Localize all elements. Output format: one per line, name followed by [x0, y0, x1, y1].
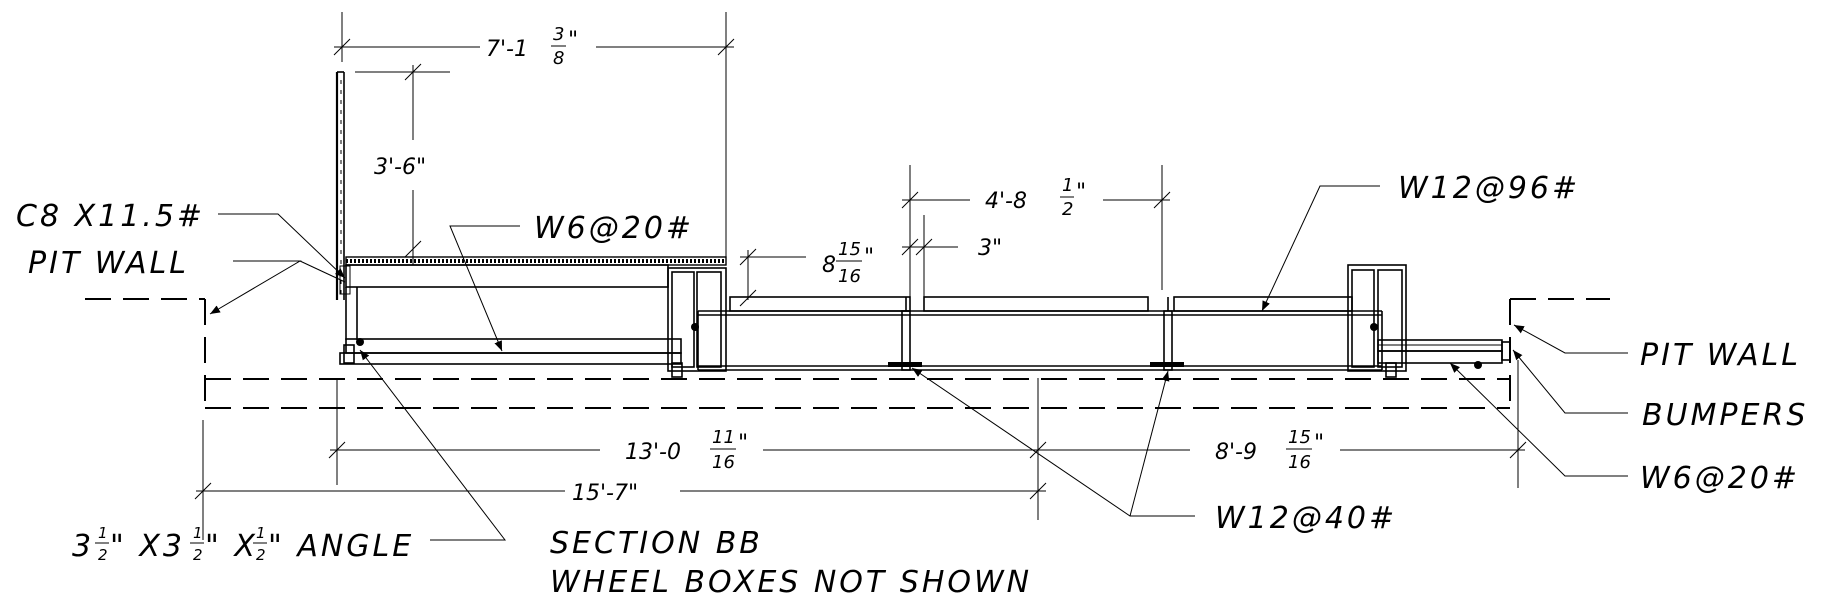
label-c8-channel: C8 X11.5#: [16, 199, 205, 234]
dim-4-8-tick: ": [1076, 180, 1086, 205]
dim-8-den: 16: [838, 266, 861, 287]
dim-3-inch: 3": [978, 236, 1002, 261]
labels: C8 X11.5# PIT WALL W6@20# W12@96# PIT WA…: [16, 171, 1808, 600]
dim-4-8-whole: 4'-8: [985, 189, 1027, 214]
dimension-text: 7'-1 3 8 " 3'-6" 4'-8 1 2 " 8 15 16 " 3"…: [374, 24, 1324, 506]
left-girder-box: [667, 267, 727, 378]
dim-13-0-whole: 13'-0: [625, 440, 681, 465]
angle-frac-3-num: 1: [256, 524, 266, 542]
label-w6-right: W6@20#: [1640, 461, 1800, 496]
dim-7-1-tick: ": [568, 28, 578, 53]
dimension-lines: [194, 12, 1527, 540]
angle-frac-1-num: 1: [98, 524, 108, 542]
dim-8-9-tick: ": [1314, 431, 1324, 456]
label-bumpers: BUMPERS: [1642, 398, 1808, 433]
pit-outline: [85, 298, 1610, 409]
angle-frac-1-den: 2: [98, 546, 108, 564]
dim-8-whole: 8: [822, 253, 836, 278]
leader-lines: [209, 185, 1628, 541]
dim-13-0-11-16: 13'-0 11 16 ": [625, 427, 748, 473]
label-pit-wall-right: PIT WALL: [1640, 338, 1801, 373]
dim-7-1-den: 8: [553, 48, 564, 69]
dim-4-8-num: 1: [1062, 175, 1073, 196]
angle-frac-3-den: 2: [256, 546, 266, 564]
angle-part-2: " X3: [110, 529, 185, 564]
dim-7-1-whole: 7'-1: [486, 37, 528, 62]
label-pit-wall-left: PIT WALL: [28, 246, 189, 281]
dim-8-9-num: 15: [1288, 427, 1311, 448]
label-w6-top: W6@20#: [534, 211, 694, 246]
dim-7-1-3-8: 7'-1 3 8 ": [486, 24, 578, 69]
section-title: SECTION BB: [550, 526, 763, 561]
section-note: WHEEL BOXES NOT SHOWN: [550, 565, 1032, 600]
angle-part-4: " ANGLE: [268, 529, 414, 564]
label-w12-96: W12@96#: [1398, 171, 1580, 206]
dim-4-8-1-2: 4'-8 1 2 ": [985, 175, 1086, 220]
dim-8-num: 15: [838, 239, 861, 260]
dim-15-7: 15'-7": [572, 481, 638, 506]
dim-8-9-whole: 8'-9: [1215, 440, 1257, 465]
main-beam: [697, 296, 1383, 371]
label-angle: 3 1 2 " X3 1 2 " X 1 2 " ANGLE: [72, 524, 414, 564]
angle-frac-2-den: 2: [193, 546, 203, 564]
right-w6-bumper: [1377, 339, 1511, 369]
dim-13-0-den: 16: [712, 452, 735, 473]
dim-8-9-15-16: 8'-9 15 16 ": [1215, 427, 1324, 473]
dim-13-0-num: 11: [712, 427, 735, 448]
right-girder-box: [1347, 264, 1407, 378]
dim-8-15-16: 8 15 16 ": [822, 239, 874, 287]
dim-3-6: 3'-6": [374, 155, 426, 180]
dim-8-9-den: 16: [1288, 452, 1311, 473]
dim-7-1-num: 3: [553, 24, 564, 45]
angle-frac-2-num: 1: [193, 524, 203, 542]
angle-part-1: 3: [72, 529, 94, 564]
dim-13-0-tick: ": [738, 431, 748, 456]
label-w12-40: W12@40#: [1215, 501, 1397, 536]
dim-8-tick: ": [864, 245, 874, 270]
dim-4-8-den: 2: [1062, 199, 1073, 220]
angle-part-3: " X: [205, 529, 258, 564]
